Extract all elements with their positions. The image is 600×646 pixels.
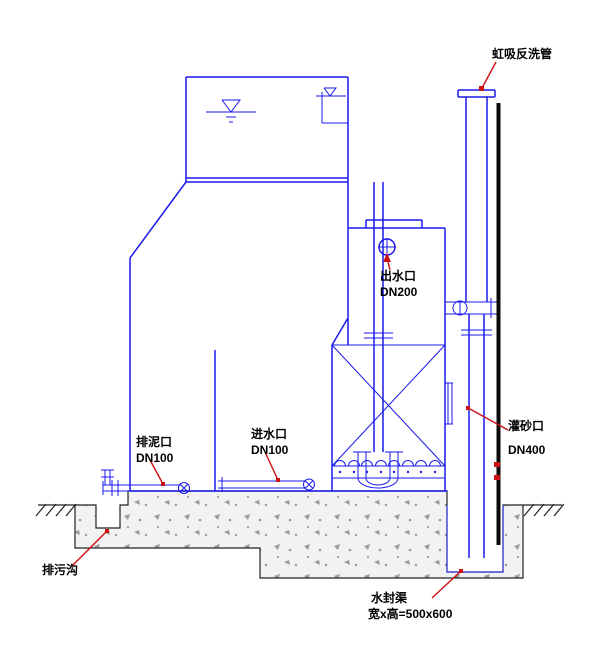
overflow-weir bbox=[321, 92, 348, 124]
sludge-pipe-flange bbox=[178, 482, 190, 494]
sludge-valve bbox=[101, 469, 114, 485]
siphon-pipe bbox=[465, 97, 488, 302]
label-sewage-ditch: 排污沟 bbox=[42, 563, 79, 577]
label-siphon-backwash-pipe: 虹吸反洗管 bbox=[492, 47, 553, 61]
siphon-pipe-group bbox=[445, 89, 501, 558]
label-water-seal-name: 水封渠 bbox=[371, 591, 408, 605]
leader-inlet bbox=[264, 451, 279, 481]
port-marker-upper bbox=[494, 462, 500, 467]
siphon-down-pipe bbox=[468, 314, 485, 558]
filter-chamber-group bbox=[331, 182, 453, 491]
leader-sand-port bbox=[469, 408, 509, 431]
chamber-top-flange bbox=[365, 219, 423, 228]
sand-port-flange bbox=[445, 382, 453, 425]
label-mud-port-name: 排泥口 bbox=[136, 435, 173, 449]
upper-tank-outline bbox=[185, 76, 349, 345]
water-level-symbol-main bbox=[206, 99, 256, 123]
upper-tank-group bbox=[129, 76, 447, 492]
standpipe-flange bbox=[364, 332, 393, 339]
filter-nozzles bbox=[334, 460, 441, 467]
label-outlet-name: 出水口 bbox=[380, 269, 417, 283]
label-water-seal-size: 宽x高=500x600 bbox=[368, 607, 453, 621]
label-inlet-name: 进水口 bbox=[251, 427, 288, 441]
nozzle-deck-line bbox=[332, 465, 445, 479]
nozzle-dots bbox=[338, 470, 437, 474]
u-bend-pipe bbox=[353, 451, 403, 489]
foundation-group bbox=[35, 490, 565, 579]
label-sand-port-name: 灌砂口 bbox=[508, 419, 545, 433]
concrete-foundation bbox=[74, 490, 524, 579]
leader-lines-group bbox=[71, 61, 509, 599]
water-level-symbol-weir bbox=[316, 87, 346, 97]
ground-hatch-left bbox=[35, 503, 77, 517]
siphon-top-flange bbox=[457, 89, 496, 98]
label-inlet-size: DN100 bbox=[251, 443, 289, 457]
down-pipe-flange bbox=[461, 329, 492, 336]
sludge-pipe bbox=[102, 480, 181, 496]
leader-mud-port bbox=[149, 459, 164, 485]
cross-bracing bbox=[331, 344, 446, 467]
leader-sewage-ditch bbox=[71, 530, 108, 567]
leader-siphon bbox=[481, 61, 497, 89]
label-sand-port-size: DN400 bbox=[508, 443, 546, 457]
chamber-hopper-slope bbox=[331, 317, 349, 346]
leader-water-seal bbox=[431, 570, 462, 599]
tank-left-slope bbox=[129, 181, 187, 259]
inlet-pipe bbox=[218, 477, 306, 492]
inlet-pipe-flange bbox=[303, 478, 315, 491]
backwash-drain-pipe bbox=[496, 103, 501, 545]
label-mud-port-size: DN100 bbox=[136, 451, 174, 465]
label-outlet-size: DN200 bbox=[380, 285, 418, 299]
siphon-connector bbox=[445, 298, 497, 318]
standpipe bbox=[373, 182, 384, 452]
left-pipes-group bbox=[101, 469, 315, 496]
water-seal-channel-walls bbox=[446, 505, 504, 573]
port-marker-lower bbox=[494, 475, 500, 480]
ground-hatch-right bbox=[523, 503, 565, 517]
